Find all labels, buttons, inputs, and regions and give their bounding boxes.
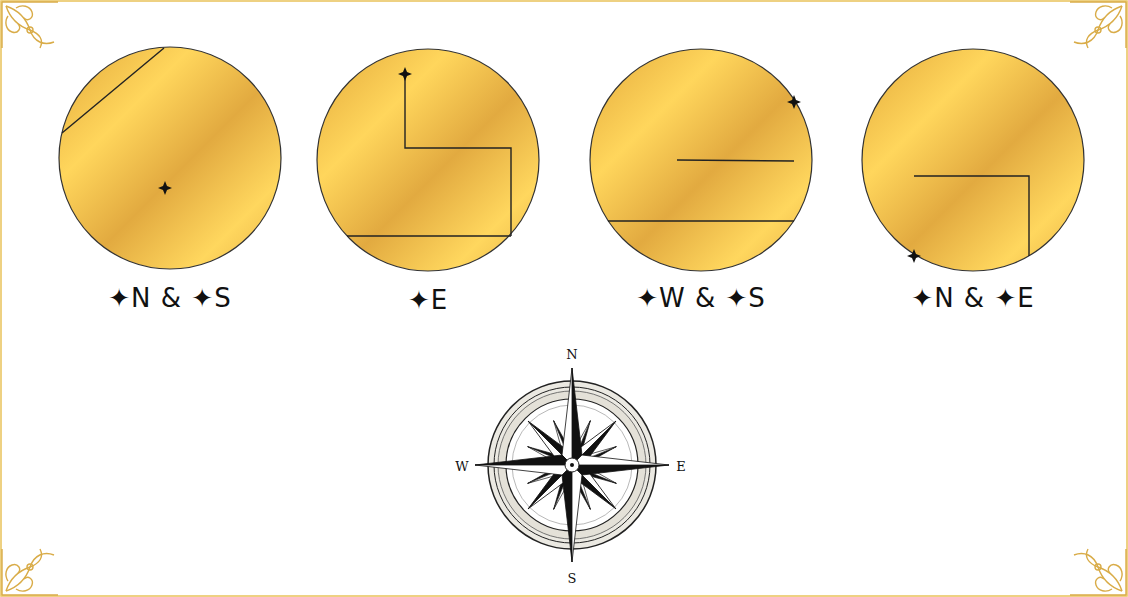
coin (862, 49, 1084, 271)
compass-letter: S (568, 572, 577, 585)
compass-letter: E (676, 460, 686, 473)
coin-caption: ✦E (408, 287, 448, 313)
compass-letter: W (455, 460, 468, 473)
coin (59, 47, 281, 269)
coin-caption: ✦W & ✦S (636, 285, 766, 311)
coin-caption: ✦N & ✦E (911, 285, 1034, 311)
coin-caption: ✦N & ✦S (108, 285, 231, 311)
compass-rose (475, 368, 669, 562)
coin (590, 49, 812, 271)
coin (317, 49, 539, 271)
compass-letter: N (566, 348, 577, 361)
